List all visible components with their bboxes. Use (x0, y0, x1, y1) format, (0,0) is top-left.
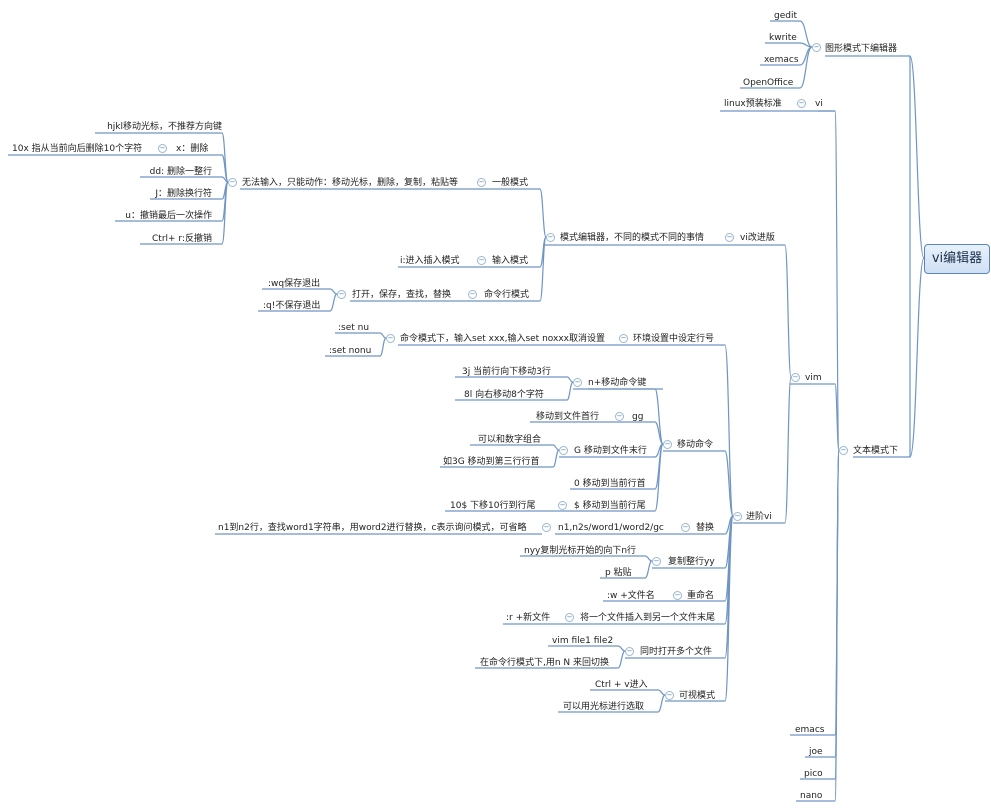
node-10x[interactable]: 10x 指从当前向后删除10个字符 (12, 144, 143, 154)
node-gg-desc[interactable]: 移动到文件首行 (536, 412, 600, 422)
node-advanced-vi[interactable]: 进阶vi (746, 512, 772, 522)
collapse-toggle-icon[interactable]: − (158, 144, 167, 153)
node-vi[interactable]: vi (815, 99, 823, 109)
node-insert-mode[interactable]: 输入模式 (492, 256, 529, 266)
node-zero[interactable]: 0 移动到当前行首 (574, 479, 646, 489)
node-ctrl-r[interactable]: Ctrl+ r:反撤销 (152, 234, 212, 244)
node-gui-mode[interactable]: 图形模式下编辑器 (825, 44, 898, 54)
collapse-toggle-icon[interactable]: − (625, 647, 634, 656)
node-8l[interactable]: 8l 向右移动8个字符 (464, 390, 544, 400)
collapse-toggle-icon[interactable]: − (733, 512, 742, 521)
node-kwrite[interactable]: kwrite (769, 33, 797, 43)
node-replace-desc[interactable]: n1到n2行，查找word1字符串，用word2进行替换，c表示询问模式，可省略 (218, 523, 527, 533)
node-env-setting[interactable]: 环境设置中设定行号 (633, 334, 715, 344)
node-u[interactable]: u：撤销最后一次操作 (125, 211, 212, 221)
collapse-toggle-icon[interactable]: − (386, 334, 395, 343)
node-J[interactable]: J：删除换行符 (155, 189, 212, 199)
node-q-bang[interactable]: :q!不保存退出 (263, 301, 321, 311)
node-linux-standard[interactable]: linux预装标准 (724, 99, 782, 109)
root-topic[interactable]: vi编辑器 (924, 244, 990, 274)
collapse-toggle-icon[interactable]: − (468, 290, 477, 299)
node-vim[interactable]: vim (805, 373, 822, 383)
node-dd[interactable]: dd: 删除一整行 (149, 167, 212, 177)
node-visual-mode[interactable]: 可视模式 (679, 691, 716, 701)
collapse-toggle-icon[interactable]: − (542, 523, 551, 532)
collapse-toggle-icon[interactable]: − (228, 178, 237, 187)
collapse-toggle-icon[interactable]: − (615, 412, 624, 421)
node-vi-improved[interactable]: vi改进版 (740, 233, 775, 243)
collapse-toggle-icon[interactable]: − (652, 557, 661, 566)
node-joe[interactable]: joe (809, 747, 823, 757)
node-dollar[interactable]: $ 移动到当前行尾 (574, 501, 646, 511)
node-command-desc[interactable]: 打开，保存，查找，替换 (352, 290, 452, 300)
node-vim-files[interactable]: vim file1 file2 (552, 636, 614, 646)
node-command-mode[interactable]: 命令行模式 (484, 290, 530, 300)
collapse-toggle-icon[interactable]: − (477, 178, 486, 187)
node-insert-desc[interactable]: i:进入插入模式 (400, 256, 460, 266)
collapse-toggle-icon[interactable]: − (619, 334, 628, 343)
node-p[interactable]: p 粘贴 (605, 568, 632, 578)
node-w-file[interactable]: :w +文件名 (607, 591, 655, 601)
node-ctrl-v[interactable]: Ctrl + v进入 (595, 680, 648, 690)
node-multi-file[interactable]: 同时打开多个文件 (640, 647, 713, 657)
node-10-dollar[interactable]: 10$ 下移10行到行尾 (450, 501, 536, 511)
node-3j[interactable]: 3j 当前行向下移动3行 (462, 367, 551, 377)
collapse-toggle-icon[interactable]: − (337, 290, 346, 299)
collapse-toggle-icon[interactable]: − (573, 378, 582, 387)
collapse-toggle-icon[interactable]: − (673, 591, 682, 600)
node-hjkl[interactable]: hjkl移动光标，不推荐方向键 (107, 122, 222, 132)
node-set-nu[interactable]: :set nu (338, 323, 370, 333)
collapse-toggle-icon[interactable]: − (812, 43, 821, 52)
node-insert-file[interactable]: 将一个文件插入到另一个文件末尾 (580, 613, 716, 623)
node-move-commands[interactable]: 移动命令 (677, 440, 714, 450)
collapse-toggle-icon[interactable]: − (477, 256, 486, 265)
node-openoffice[interactable]: OpenOffice (743, 78, 794, 88)
node-emacs[interactable]: emacs (795, 725, 825, 735)
node-nyy[interactable]: nyy复制光标开始的向下n行 (524, 546, 637, 556)
collapse-toggle-icon[interactable]: − (665, 691, 674, 700)
collapse-toggle-icon[interactable]: − (558, 501, 567, 510)
node-replace[interactable]: 替换 (696, 523, 715, 533)
node-n-move[interactable]: n+移动命令键 (588, 378, 647, 388)
node-yy[interactable]: 复制整行yy (668, 557, 715, 567)
node-gedit[interactable]: gedit (774, 11, 797, 21)
collapse-toggle-icon[interactable]: − (839, 446, 848, 455)
node-normal-mode[interactable]: 一般模式 (492, 178, 529, 188)
collapse-toggle-icon[interactable]: − (791, 373, 800, 382)
node-rename[interactable]: 重命名 (687, 591, 715, 601)
collapse-toggle-icon[interactable]: − (681, 523, 690, 532)
node-wq[interactable]: :wq保存退出 (268, 279, 321, 289)
node-replace-cmd[interactable]: n1,n2s/word1/word2/gc (558, 523, 664, 533)
node-x-delete[interactable]: x：删除 (176, 144, 209, 154)
node-G-combine[interactable]: 可以和数字组合 (478, 435, 542, 445)
node-G[interactable]: G 移动到文件末行 (574, 446, 647, 456)
node-n-switch[interactable]: 在命令行模式下,用n N 来回切换 (480, 658, 610, 668)
collapse-toggle-icon[interactable]: − (663, 440, 672, 449)
node-xemacs[interactable]: xemacs (764, 55, 799, 65)
node-mode-editor[interactable]: 模式编辑器，不同的模式不同的事情 (560, 233, 705, 243)
node-pico[interactable]: pico (804, 769, 823, 779)
collapse-toggle-icon[interactable]: − (546, 233, 555, 242)
collapse-toggle-icon[interactable]: − (725, 233, 734, 242)
collapse-toggle-icon[interactable]: − (797, 99, 806, 108)
node-gg[interactable]: gg (632, 412, 644, 422)
node-normal-desc[interactable]: 无法输入，只能动作：移动光标，删除，复制，粘贴等 (242, 178, 459, 188)
collapse-toggle-icon[interactable]: − (559, 446, 568, 455)
node-nano[interactable]: nano (800, 791, 823, 801)
node-env-desc[interactable]: 命令模式下，输入set xxx,输入set noxxx取消设置 (400, 334, 605, 344)
node-set-nonu[interactable]: :set nonu (329, 346, 372, 356)
node-text-mode[interactable]: 文本模式下 (853, 446, 899, 456)
node-cursor-select[interactable]: 可以用光标进行选取 (563, 702, 645, 712)
collapse-toggle-icon[interactable]: − (565, 613, 574, 622)
node-3G[interactable]: 如3G 移动到第三行行首 (443, 457, 540, 467)
node-r-file[interactable]: :r +新文件 (506, 613, 551, 623)
